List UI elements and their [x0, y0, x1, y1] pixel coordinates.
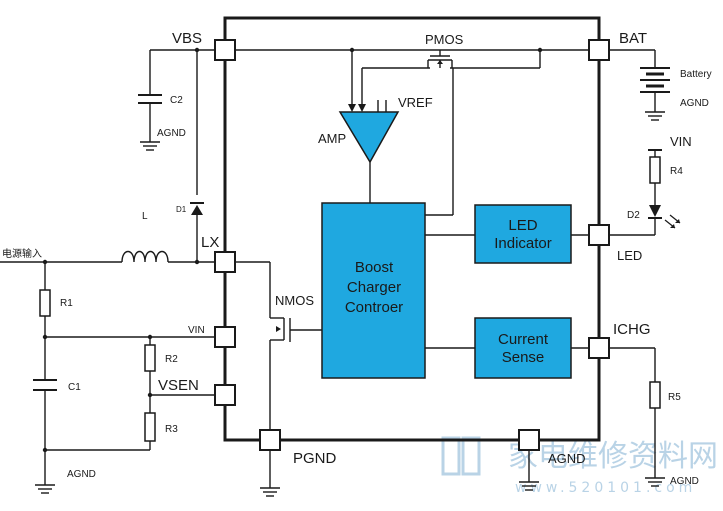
watermark-logo: [441, 436, 481, 476]
ground-symbol: [645, 111, 665, 121]
led-indicator-block: [474, 204, 572, 264]
resistor-r4: [649, 156, 661, 184]
resistor-r2: [144, 344, 156, 372]
ground-symbol: [140, 141, 160, 151]
agnd-r5-label: AGND: [670, 476, 699, 487]
nmos-label: NMOS: [275, 293, 314, 308]
pin-ichg: [588, 337, 610, 359]
boost-charger-block: [321, 202, 426, 379]
r3-label: R3: [165, 424, 178, 435]
r1-label: R1: [60, 298, 73, 309]
resistor-r1: [39, 289, 51, 317]
c1-label: C1: [68, 382, 81, 393]
battery-label: Battery: [680, 69, 712, 80]
capacitor-c1: [33, 379, 57, 391]
r5-label: R5: [668, 392, 681, 403]
led-d2: [648, 205, 681, 229]
external-wiring-left: [0, 49, 271, 488]
vin-net-label: VIN: [670, 134, 692, 149]
ground-symbol: [35, 484, 55, 494]
pin-vin: [214, 326, 236, 348]
pin-bat: [588, 39, 610, 61]
amp-input-arrow: [348, 104, 356, 112]
current-sense-line-2: Sense: [502, 349, 545, 366]
led-pin-label: LED: [617, 248, 642, 263]
pgnd-label: PGND: [293, 450, 337, 467]
current-sense-line-1: Current: [498, 331, 549, 348]
agnd-battery-label: AGND: [680, 98, 709, 109]
r2-label: R2: [165, 354, 178, 365]
watermark: 家电维修资料网 www.520101.com: [441, 436, 718, 496]
boost-line-1: Boost: [355, 259, 394, 276]
pmos-transistor: [427, 50, 453, 68]
pin-agnd: [518, 429, 540, 451]
d2-label: D2: [627, 210, 640, 221]
led-indicator-line-2: Indicator: [494, 235, 552, 252]
external-wiring-right: [528, 49, 656, 482]
pin-led: [588, 224, 610, 246]
bat-label: BAT: [619, 30, 647, 47]
diode-d1: [190, 202, 204, 215]
chip-outline: [223, 16, 601, 442]
watermark-url: www.520101.com: [515, 480, 696, 496]
vbs-label: VBS: [172, 30, 202, 47]
vin-pin-label: VIN: [188, 325, 205, 336]
capacitor-c2: [138, 94, 162, 104]
current-sense-block: [474, 317, 572, 379]
junction-dots: [42, 47, 543, 453]
l-label: L: [142, 211, 148, 222]
amp-label: AMP: [318, 131, 346, 146]
d1-label: D1: [176, 205, 187, 214]
vsen-label: VSEN: [158, 377, 199, 394]
r4-label: R4: [670, 166, 683, 177]
agnd-c2-label: AGND: [157, 128, 186, 139]
c2-label: C2: [170, 95, 183, 106]
resistor-r5: [649, 381, 661, 409]
battery-symbol: [640, 67, 670, 93]
chip-outline-left: [223, 50, 270, 442]
ichg-label: ICHG: [613, 321, 651, 338]
boost-line-2: Charger: [347, 279, 401, 296]
ground-symbol: [519, 481, 539, 491]
amp-symbol: [338, 111, 400, 164]
lx-label: LX: [201, 234, 219, 251]
agnd-pin-label: AGND: [548, 451, 586, 466]
vref-label: VREF: [398, 95, 433, 110]
agnd-c1-label: AGND: [67, 469, 96, 480]
pin-lx: [214, 251, 236, 273]
nmos-transistor: [270, 317, 291, 342]
pin-vbs: [214, 39, 236, 61]
boost-line-3: Controer: [345, 299, 403, 316]
watermark-text: 家电维修资料网: [508, 439, 718, 474]
led-indicator-line-1: LED: [508, 217, 537, 234]
resistor-r3: [144, 412, 156, 442]
pmos-label: PMOS: [425, 32, 464, 47]
ground-symbol: [260, 487, 280, 497]
ground-symbol: [645, 477, 665, 487]
amp-input-arrow: [358, 104, 366, 112]
pin-vsen: [214, 384, 236, 406]
pin-pgnd: [259, 429, 281, 451]
power-input-label: 电源输入: [2, 247, 42, 260]
inductor-l: [121, 250, 169, 263]
